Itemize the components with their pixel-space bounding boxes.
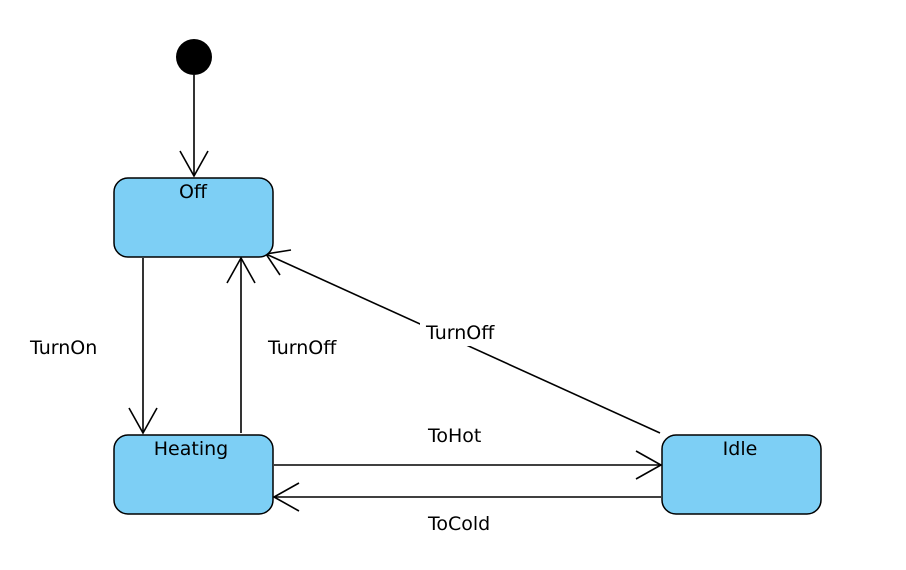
label-heating-turnoff: TurnOff: [267, 337, 337, 359]
transition-tocold-arrowhead: [272, 482, 300, 512]
state-idle-box: [661, 434, 822, 515]
initial-transition-arrowhead: [179, 150, 209, 178]
state-heating-name: Heating: [154, 438, 228, 460]
state-off: Off: [113, 177, 274, 258]
label-tocold: ToCold: [427, 513, 490, 535]
transition-tohot-arrowhead: [635, 450, 663, 480]
state-heating-box: [113, 434, 274, 515]
state-heating: Heating: [113, 434, 274, 515]
label-tohot: ToHot: [427, 425, 481, 447]
label-turnon: TurnOn: [29, 337, 97, 359]
initial-node: [176, 39, 212, 75]
state-off-box: [113, 177, 274, 258]
state-idle-name: Idle: [723, 438, 758, 460]
transition-idle-turnoff-arrowhead: [264, 249, 292, 276]
state-idle: Idle: [661, 434, 822, 515]
state-off-name: Off: [179, 181, 208, 203]
label-idle-turnoff: TurnOff: [425, 322, 495, 344]
label-idle-turnoff-background: [420, 318, 516, 346]
transition-heating-turnoff-arrowhead: [226, 256, 256, 284]
transition-turnon-arrowhead: [128, 407, 158, 435]
